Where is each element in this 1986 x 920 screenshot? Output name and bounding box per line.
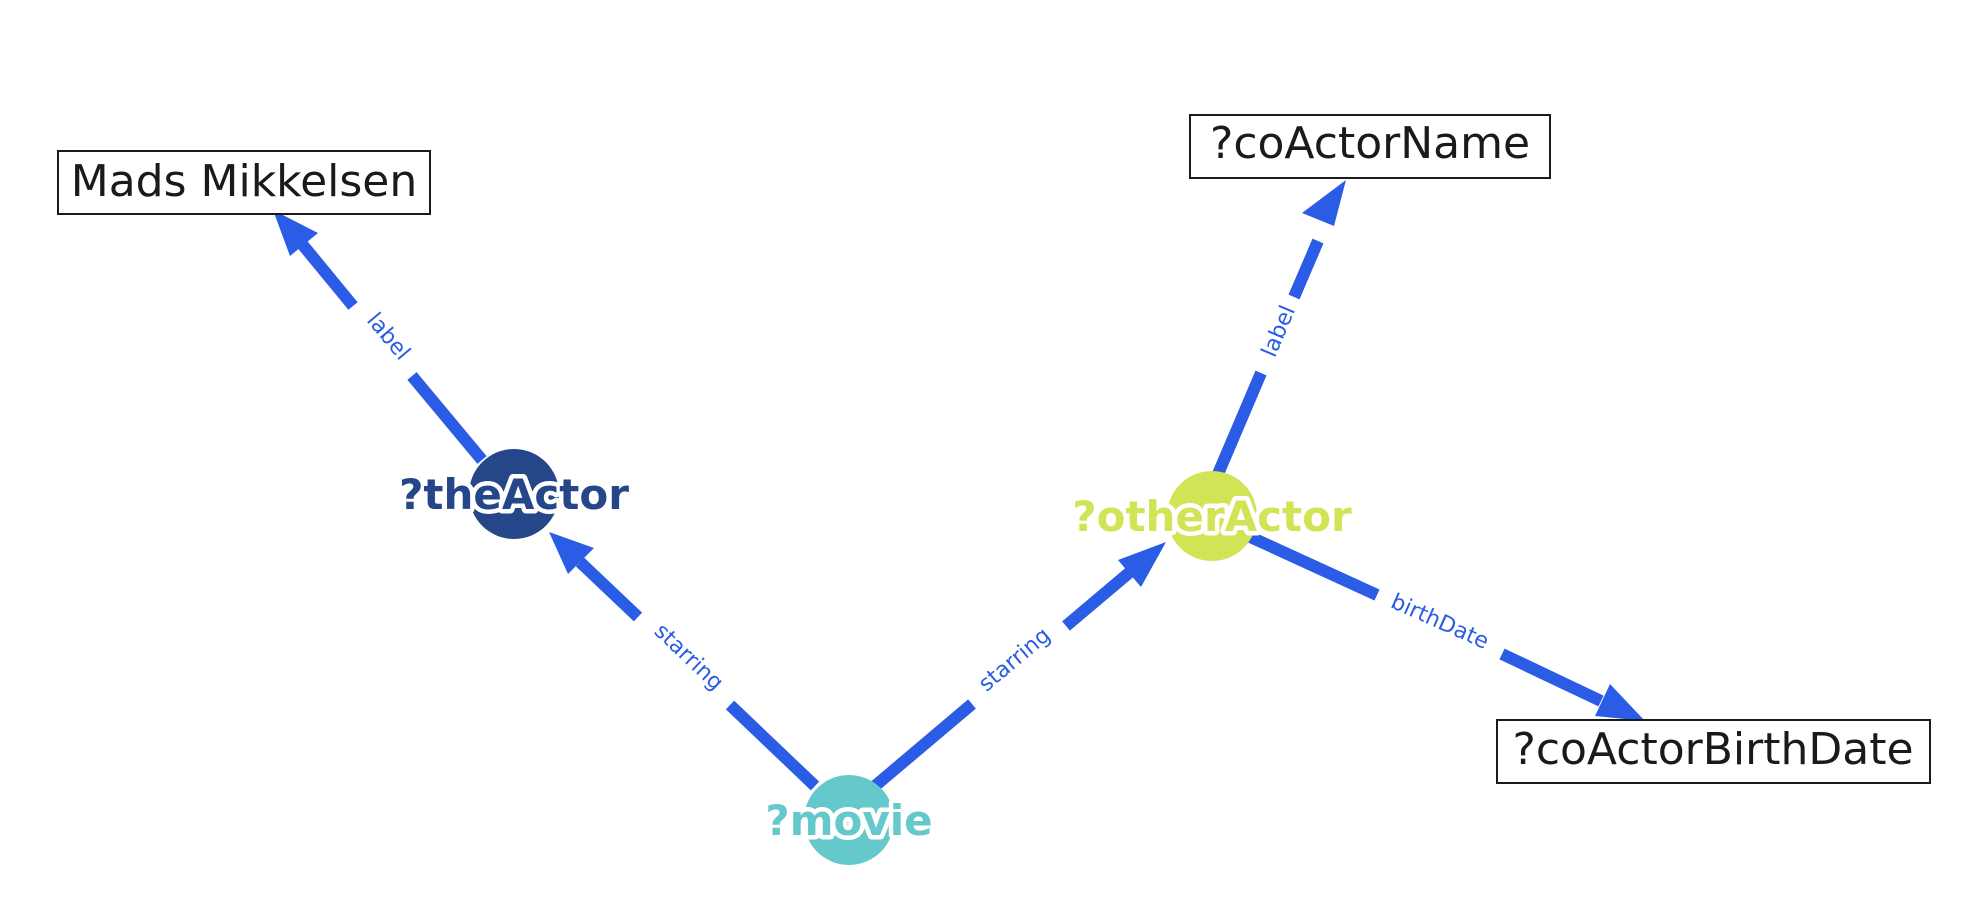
node-label: ?movie xyxy=(765,796,932,845)
edge-movie-starring-theactor: starring xyxy=(549,532,820,791)
edge-arrowhead xyxy=(273,210,318,256)
edge-otheractor-birthdate: birthDate xyxy=(1243,529,1645,721)
node-otheractor[interactable]: ?otherActor xyxy=(1068,471,1357,561)
literal-coactorname[interactable]: ?coActorName xyxy=(1189,114,1551,179)
edge-movie-starring-otheractor: starring xyxy=(871,542,1166,791)
edge-label-starring: starring xyxy=(974,623,1055,697)
literal-label: ?coActorName xyxy=(1210,118,1530,169)
edge-arrowhead xyxy=(1595,684,1645,721)
literal-mads-mikkelsen[interactable]: Mads Mikkelsen xyxy=(57,150,431,215)
node-theactor[interactable]: ?theActor xyxy=(395,449,634,539)
edge-arrowhead xyxy=(1118,542,1166,587)
edge-otheractor-label-coactorname: label xyxy=(1212,180,1346,477)
node-label: ?theActor xyxy=(399,470,629,519)
edge-arrowhead xyxy=(549,532,594,574)
edge-arrowhead xyxy=(1302,180,1346,226)
node-label: ?otherActor xyxy=(1072,492,1352,541)
node-circle xyxy=(469,449,559,539)
edge-label-label: label xyxy=(361,308,414,365)
edge-theactor-label-name: label xyxy=(273,210,487,464)
literal-coactorbirthdate[interactable]: ?coActorBirthDate xyxy=(1496,719,1931,784)
edge-label-label: label xyxy=(1257,302,1301,361)
node-circle xyxy=(804,775,894,865)
literal-label: ?coActorBirthDate xyxy=(1512,724,1913,775)
node-circle xyxy=(1167,471,1257,561)
edge-label-birthdate: birthDate xyxy=(1387,589,1492,654)
node-movie[interactable]: ?movie xyxy=(761,775,937,865)
edge-label-starring: starring xyxy=(649,619,728,696)
literal-label: Mads Mikkelsen xyxy=(71,156,418,207)
